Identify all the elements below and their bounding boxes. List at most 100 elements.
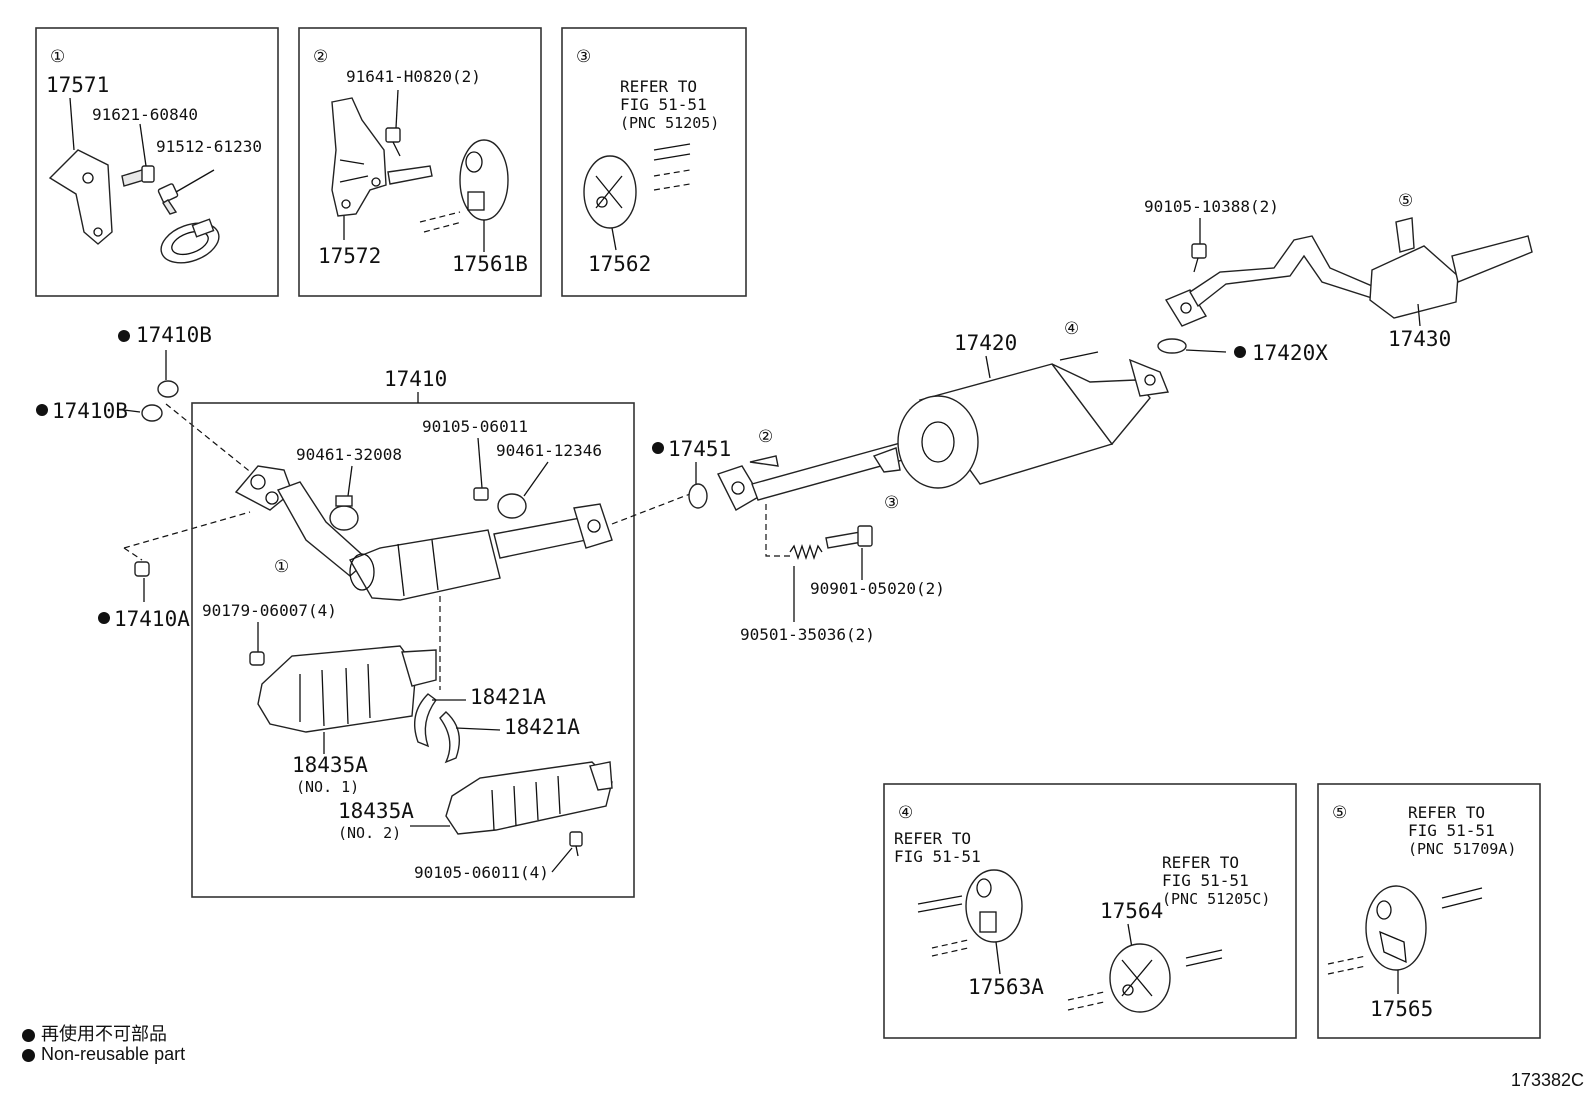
inset-1: ① 17571 91621-60840 91512-61230 bbox=[35, 27, 279, 297]
refer-3-line1: REFER TO bbox=[620, 77, 697, 96]
label-18421A-2: 18421A bbox=[504, 715, 580, 739]
nonreusable-dot-icon bbox=[1234, 346, 1246, 358]
label-18435A-2: 18435A bbox=[338, 799, 414, 823]
marker-5-main: ⑤ bbox=[1398, 191, 1413, 211]
gasket-17410B-lower bbox=[141, 404, 163, 422]
clamp-90461-32008-icon bbox=[329, 495, 359, 531]
inset-3-marker: ③ bbox=[576, 47, 591, 67]
nonreusable-dot-icon bbox=[118, 330, 130, 342]
label-18421A-1: 18421A bbox=[470, 685, 546, 709]
label-91641-H0820: 91641-H0820(2) bbox=[346, 67, 481, 86]
inset-4: ④ REFER TO FIG 51-51 17563A REFER TO FIG… bbox=[883, 783, 1297, 1039]
label-18435A-2-no: (NO. 2) bbox=[338, 824, 401, 842]
refer-4-line2: FIG 51-51 bbox=[894, 847, 981, 866]
label-18435A-1-no: (NO. 1) bbox=[296, 778, 359, 796]
gasket-17410B-upper bbox=[157, 380, 179, 398]
inset-3: ③ REFER TO FIG 51-51 (PNC 51205) 17562 bbox=[561, 27, 747, 297]
gasket-17420X bbox=[1157, 338, 1187, 354]
label-91621-60840: 91621-60840 bbox=[92, 105, 198, 124]
label-90179-06007: 90179-06007(4) bbox=[202, 601, 337, 620]
bolt-91621-icon bbox=[121, 165, 155, 187]
label-17571: 17571 bbox=[46, 73, 109, 97]
nonreusable-dot-icon bbox=[652, 442, 664, 454]
label-17410A: 17410A bbox=[114, 607, 190, 631]
refer-3-line2: FIG 51-51 bbox=[620, 95, 707, 114]
marker-3-main: ③ bbox=[884, 493, 899, 513]
hanger-rubber-17561B-icon bbox=[459, 139, 509, 221]
label-17410B-top: 17410B bbox=[136, 323, 212, 347]
bolt-90105-06011-icon bbox=[473, 487, 489, 501]
label-91512-61230: 91512-61230 bbox=[156, 137, 262, 156]
label-90901-05020: 90901-05020(2) bbox=[810, 579, 945, 598]
legend-line-jp: 再使用不可部品 bbox=[22, 1020, 167, 1046]
label-90105-06011: 90105-06011 bbox=[422, 417, 528, 436]
label-17410: 17410 bbox=[384, 367, 447, 391]
spring-90501-icon bbox=[789, 543, 823, 561]
inset-5: ⑤ REFER TO FIG 51-51 (PNC 51709A) 17565 bbox=[1317, 783, 1541, 1039]
nut-17410A bbox=[134, 561, 150, 577]
bolt-91641-icon bbox=[385, 127, 401, 157]
bolt-90105-06011-4-icon bbox=[569, 831, 583, 857]
inset-5-marker: ⑤ bbox=[1332, 803, 1347, 823]
label-17564: 17564 bbox=[1100, 899, 1163, 923]
inset-2-marker: ② bbox=[313, 47, 328, 67]
label-17561B: 17561B bbox=[452, 252, 528, 276]
marker-4-main: ④ bbox=[1064, 319, 1079, 339]
marker-2-main: ② bbox=[758, 427, 773, 447]
legend-text-en: Non-reusable part bbox=[41, 1044, 186, 1064]
label-17430: 17430 bbox=[1388, 327, 1451, 351]
inset-2: ② 91641-H0820(2) 17572 17561B bbox=[298, 27, 542, 297]
tailpipe-17430-shape bbox=[1164, 217, 1533, 327]
hanger-rubber-17564-icon bbox=[1109, 943, 1171, 1013]
label-90105-10388: 90105-10388(2) bbox=[1144, 197, 1279, 216]
main-assembly: 17410B 17410B 17410A 17410 ① bbox=[36, 191, 1533, 898]
center-pipe-shape bbox=[717, 431, 947, 511]
label-17420: 17420 bbox=[954, 331, 1017, 355]
bracket-17572-shape bbox=[331, 97, 387, 217]
legend-text-jp: 再使用不可部品 bbox=[41, 1024, 167, 1044]
refer-5-line2: FIG 51-51 bbox=[1408, 821, 1495, 840]
clamp-18421A-left bbox=[414, 693, 437, 748]
label-17565: 17565 bbox=[1370, 997, 1433, 1021]
hanger-rubber-17565-icon bbox=[1365, 885, 1427, 971]
refer-4-line1: REFER TO bbox=[894, 829, 971, 848]
label-17420X: 17420X bbox=[1252, 341, 1328, 365]
nonreusable-dot-icon bbox=[36, 404, 48, 416]
converter-shell-18435A-no1-shape bbox=[257, 645, 437, 733]
bolt-90901-icon bbox=[825, 525, 873, 549]
muffler-17420-shape bbox=[897, 351, 1169, 489]
nonreusable-dot-icon bbox=[22, 1028, 35, 1042]
hanger-rubber-17563A-icon bbox=[965, 869, 1023, 943]
clamp-icon bbox=[160, 218, 220, 264]
nonreusable-dot-icon bbox=[22, 1048, 35, 1062]
nut-90179-icon bbox=[249, 651, 265, 666]
inset-1-marker: ① bbox=[50, 47, 65, 67]
figure-id: 173382C bbox=[1510, 1070, 1584, 1090]
front-pipe-17410-shape bbox=[234, 465, 613, 601]
label-90105-06011-4: 90105-06011(4) bbox=[414, 863, 549, 882]
refer-5-line3: (PNC 51709A) bbox=[1408, 840, 1516, 858]
label-18435A-1: 18435A bbox=[292, 753, 368, 777]
inset-4-marker: ④ bbox=[898, 803, 913, 823]
label-17563A: 17563A bbox=[968, 975, 1044, 999]
bracket-17571-shape bbox=[48, 149, 113, 245]
clamp-18421A-right bbox=[439, 711, 460, 764]
bolt-91512-icon bbox=[157, 183, 179, 215]
hanger-rubber-17562-icon bbox=[583, 155, 637, 229]
refer-5-line1: REFER TO bbox=[1408, 803, 1485, 822]
converter-shell-18435A-no2-shape bbox=[445, 761, 613, 835]
label-17562: 17562 bbox=[588, 252, 651, 276]
label-17572: 17572 bbox=[318, 244, 381, 268]
label-17451: 17451 bbox=[668, 437, 731, 461]
label-90461-12346: 90461-12346 bbox=[496, 441, 602, 460]
refer-4b-line3: (PNC 51205C) bbox=[1162, 890, 1270, 908]
gasket-17451 bbox=[688, 483, 708, 509]
label-90461-32008: 90461-32008 bbox=[296, 445, 402, 464]
nonreusable-dot-icon bbox=[98, 612, 110, 624]
marker-1-main: ① bbox=[274, 557, 289, 577]
clamp-90461-12346-icon bbox=[497, 493, 527, 519]
label-90501-35036: 90501-35036(2) bbox=[740, 625, 875, 644]
refer-4b-line1: REFER TO bbox=[1162, 853, 1239, 872]
label-17410B-left: 17410B bbox=[52, 399, 128, 423]
